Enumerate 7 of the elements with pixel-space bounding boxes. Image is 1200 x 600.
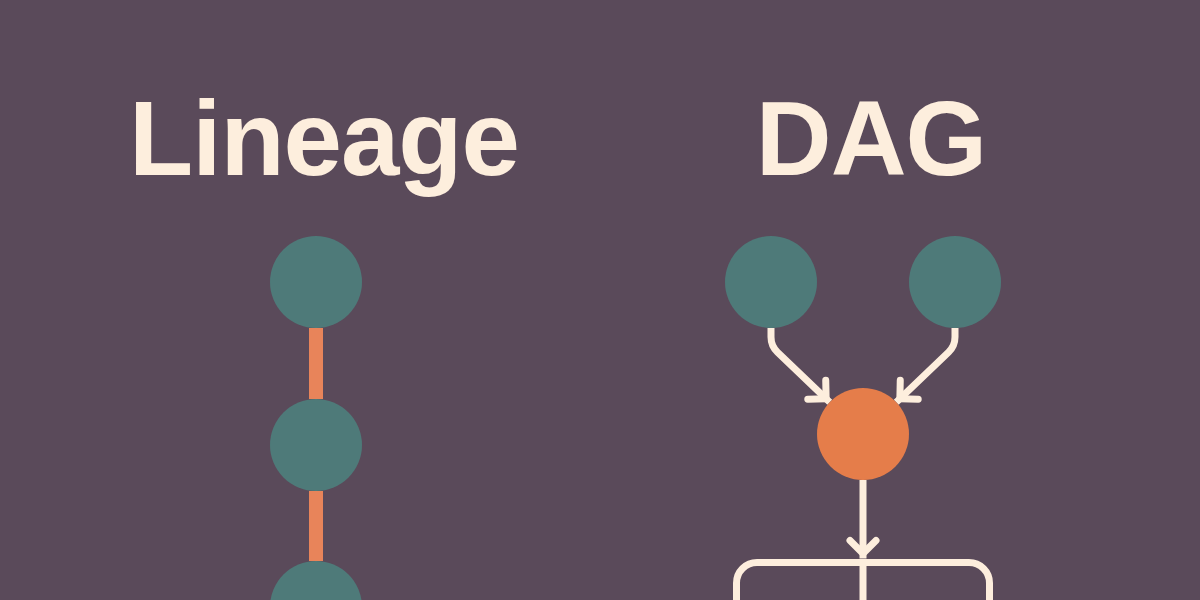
arrow <box>893 328 959 405</box>
arrow <box>767 328 833 405</box>
connector-line <box>309 328 323 399</box>
heading: Lineage <box>129 79 519 199</box>
arrow <box>846 480 880 559</box>
connector-line <box>309 491 323 561</box>
heading: DAG <box>755 79 987 199</box>
